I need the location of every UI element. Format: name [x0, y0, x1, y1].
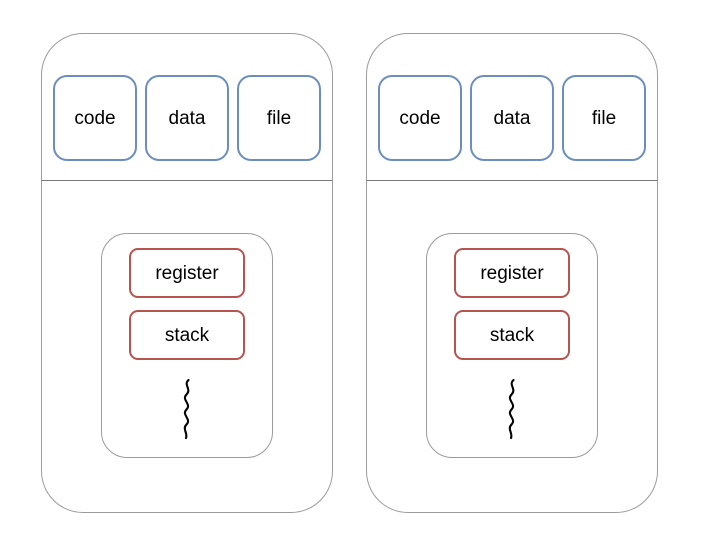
segment-box-data-1[interactable]: data	[145, 75, 229, 161]
process-container-1[interactable]: code data file register stack	[41, 33, 333, 513]
thread-box-stack-2[interactable]: stack	[454, 310, 570, 360]
thread-item-label: register	[480, 262, 544, 284]
thread-inner-1: register stack	[102, 234, 272, 457]
process-divider-2	[367, 180, 657, 181]
segment-box-file-2[interactable]: file	[562, 75, 646, 161]
thread-inner-2: register stack	[427, 234, 597, 457]
thread-item-label: stack	[489, 324, 535, 346]
process-container-2[interactable]: code data file register stack	[366, 33, 658, 513]
segment-row-2: code data file	[367, 75, 657, 163]
thread-box-register-2[interactable]: register	[454, 248, 570, 298]
thread-item-label: register	[155, 262, 219, 284]
segment-box-code-2[interactable]: code	[378, 75, 462, 161]
segment-label: code	[74, 107, 116, 129]
squiggle-continuation-icon-1	[183, 378, 190, 440]
segment-box-file-1[interactable]: file	[237, 75, 321, 161]
thread-item-label: stack	[164, 324, 210, 346]
segment-box-code-1[interactable]: code	[53, 75, 137, 161]
thread-container-1[interactable]: register stack	[101, 233, 273, 458]
segment-box-data-2[interactable]: data	[470, 75, 554, 161]
segment-row-1: code data file	[42, 75, 332, 163]
thread-box-stack-1[interactable]: stack	[129, 310, 245, 360]
segment-label: file	[266, 107, 292, 129]
thread-box-register-1[interactable]: register	[129, 248, 245, 298]
squiggle-continuation-icon-2	[508, 378, 515, 440]
segment-label: data	[168, 107, 206, 129]
process-divider-1	[42, 180, 332, 181]
thread-container-2[interactable]: register stack	[426, 233, 598, 458]
segment-label: file	[591, 107, 617, 129]
segment-label: code	[399, 107, 441, 129]
segment-label: data	[493, 107, 531, 129]
